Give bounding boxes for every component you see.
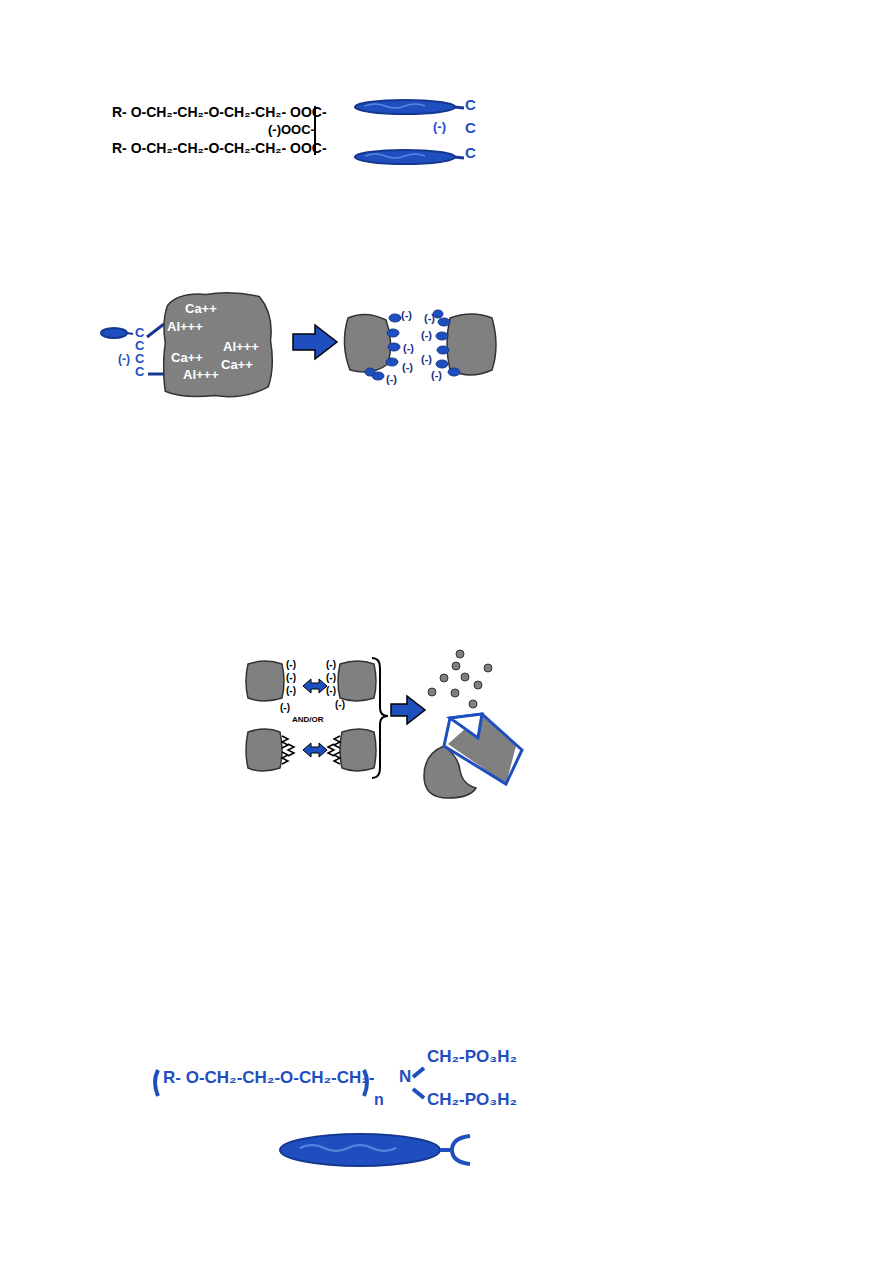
charge-sign: (-): [424, 313, 435, 324]
charge-sign: (-): [403, 343, 414, 354]
formula: R- O-CH₂-CH₂-O-CH₂-CH₂- OOC-: [112, 105, 327, 119]
charge-sign: (-): [421, 330, 432, 341]
carbon-atom: C: [135, 365, 144, 378]
formula: CH₂-PO₃H₂: [427, 1048, 517, 1065]
repelling-particles: [246, 661, 376, 771]
formula: CH₂-PO₃H₂: [427, 1091, 517, 1108]
formula: R- O-CH₂-CH₂-O-CH₂-CH₂-: [163, 1069, 375, 1086]
charge-sign: (-): [431, 370, 442, 381]
charge-sign: (-): [118, 353, 130, 365]
carbon-atom: C: [465, 97, 476, 112]
carbon-atom: C: [135, 352, 144, 365]
ion-label: Al+++: [167, 320, 203, 333]
ion-label: Al+++: [183, 368, 219, 381]
charge-sign: (-): [326, 673, 336, 683]
carbon-atom: C: [135, 326, 144, 339]
cement-particle: Ca++Al+++Al+++Ca++Ca++Al+++: [163, 290, 275, 400]
molecule-icons: [101, 100, 464, 374]
pouring-bucket: [424, 714, 522, 798]
charge-sign: (-): [326, 686, 336, 696]
charge-sign: (-): [326, 660, 336, 670]
charge-sign: (-): [280, 703, 290, 713]
logic-label: AND/OR: [292, 716, 324, 724]
charge-sign: (-): [402, 362, 413, 373]
ion-label: Al+++: [223, 340, 259, 353]
charge-sign: (-): [401, 310, 412, 321]
charge-sign: (-): [286, 686, 296, 696]
charge-sign: (-): [335, 700, 345, 710]
dispersed-particles: [344, 314, 496, 375]
charge-sign: (-): [421, 354, 432, 365]
fluid-dots: [428, 650, 492, 708]
carbon-atom: C: [465, 145, 476, 160]
ion-label: Ca++: [171, 351, 203, 364]
carbon-atom: C: [135, 339, 144, 352]
adsorbed-polymer: [365, 310, 460, 380]
arrow: [293, 325, 337, 359]
repeat-index: n: [374, 1092, 384, 1108]
arrow: [391, 696, 425, 724]
charge-sign: (-): [286, 673, 296, 683]
nitrogen-atom: N: [399, 1068, 411, 1085]
charge-sign: (-): [386, 374, 397, 385]
ion-label: Ca++: [221, 358, 253, 371]
phosphonate-structure: [155, 1068, 470, 1166]
ion-label: Ca++: [185, 302, 217, 315]
charge-sign: (-): [286, 660, 296, 670]
formula: R- O-CH₂-CH₂-O-CH₂-CH₂- OOC-: [112, 141, 327, 155]
brace: [372, 658, 388, 778]
carbon-atom: C: [465, 120, 476, 135]
charge-sign: (-): [433, 120, 446, 133]
formula: (-)OOC-: [268, 123, 315, 136]
steric-chains: [282, 736, 340, 764]
